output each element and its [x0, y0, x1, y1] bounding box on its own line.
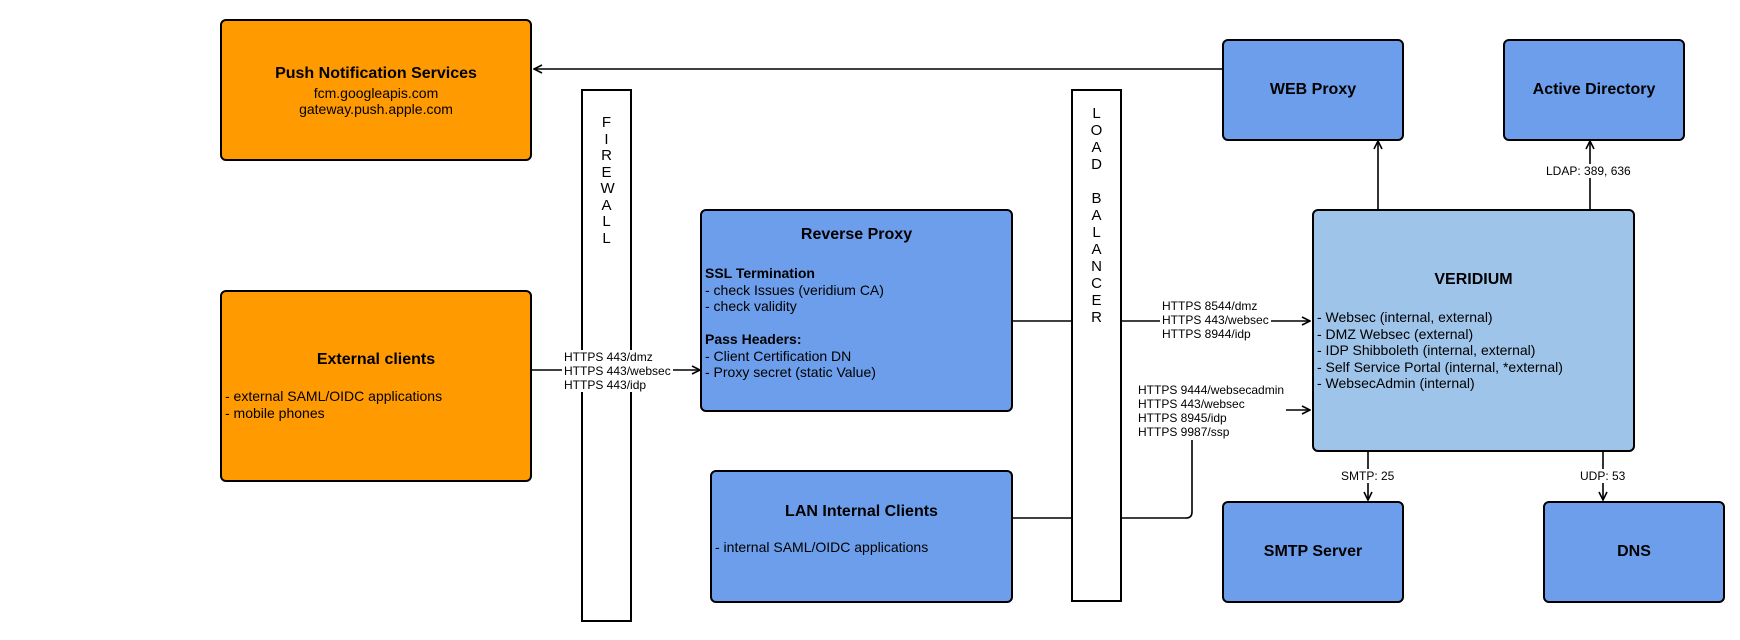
edge-label-external-to-rp: HTTPS 443/dmz HTTPS 443/websec HTTPS 443… [562, 350, 673, 392]
edge-label-ldap: LDAP: 389, 636 [1544, 164, 1633, 178]
external-clients-node: External clients - external SAML/OIDC ap… [220, 290, 532, 482]
smtp-server-node: SMTP Server [1222, 501, 1404, 603]
edge-label-rp-to-veridium: HTTPS 8544/dmz HTTPS 443/websec HTTPS 89… [1160, 299, 1271, 341]
ssl-line: - check validity [705, 298, 797, 314]
dns-node: DNS [1543, 501, 1725, 603]
external-clients-list: - external SAML/OIDC applications - mobi… [225, 388, 442, 421]
push-line-apple: gateway.push.apple.com [299, 101, 453, 117]
veridium-service: - Websec (internal, external) [1317, 309, 1493, 325]
lan-internal-clients-node: LAN Internal Clients - internal SAML/OID… [710, 470, 1013, 603]
edge-label-udp: UDP: 53 [1578, 469, 1628, 483]
reverse-proxy-title: Reverse Proxy [800, 226, 913, 243]
edge-lan-to-veridium [1011, 440, 1193, 519]
veridium-service: - WebsecAdmin (internal) [1317, 375, 1475, 391]
dns-title: DNS [1617, 543, 1651, 560]
push-line-fcm: fcm.googleapis.com [313, 85, 439, 101]
push-notification-title: Push Notification Services [275, 65, 477, 82]
pass-headers-line: - Client Certification DN [705, 347, 852, 364]
push-notification-services-node: Push Notification Services fcm.googleapi… [220, 19, 532, 161]
reverse-proxy-node: Reverse Proxy SSL Termination - check Is… [700, 209, 1013, 412]
veridium-services-list: - Websec (internal, external) - DMZ Webs… [1317, 309, 1563, 392]
external-clients-line: - mobile phones [225, 404, 325, 421]
lan-internal-clients-list: - internal SAML/OIDC applications [715, 539, 928, 556]
pass-headers-line: - Proxy secret (static Value) [705, 364, 876, 380]
veridium-service: - Self Service Portal (internal, *extern… [1317, 358, 1563, 375]
active-directory-title: Active Directory [1532, 81, 1656, 98]
pass-headers-heading: Pass Headers: [705, 331, 802, 347]
reverse-proxy-details: SSL Termination - check Issues (veridium… [705, 265, 884, 381]
veridium-service: - IDP Shibboleth (internal, external) [1317, 342, 1536, 358]
web-proxy-node: WEB Proxy [1222, 39, 1404, 141]
lan-line: - internal SAML/OIDC applications [715, 539, 929, 555]
veridium-service: - DMZ Websec (external) [1317, 325, 1474, 342]
external-clients-line: - external SAML/OIDC applications [225, 388, 443, 404]
smtp-server-title: SMTP Server [1263, 543, 1363, 560]
edge-label-smtp: SMTP: 25 [1339, 469, 1397, 483]
edge-label-lan-to-veridium: HTTPS 9444/websecadmin HTTPS 443/websec … [1136, 383, 1287, 439]
ssl-termination-heading: SSL Termination [705, 265, 815, 281]
web-proxy-title: WEB Proxy [1269, 81, 1357, 98]
lan-internal-clients-title: LAN Internal Clients [785, 503, 938, 520]
ssl-line: - check Issues (veridium CA) [705, 281, 884, 298]
active-directory-node: Active Directory [1503, 39, 1685, 141]
veridium-title: VERIDIUM [1434, 271, 1513, 288]
veridium-node: VERIDIUM - Websec (internal, external) -… [1312, 209, 1635, 452]
external-clients-title: External clients [316, 351, 436, 368]
